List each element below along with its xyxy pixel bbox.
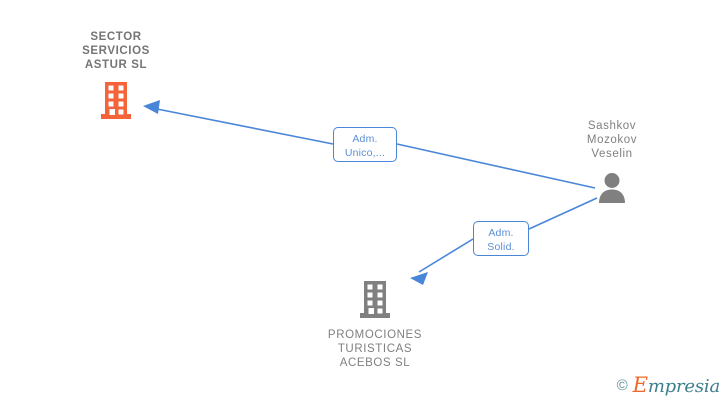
brand-initial: E xyxy=(632,373,648,397)
node-person-sashkov-mozokov-veselin[interactable]: Sashkov Mozokov Veselin xyxy=(537,119,687,203)
building-icon[interactable] xyxy=(101,82,131,119)
node-label-company-top: SECTOR SERVICIOS ASTUR SL xyxy=(82,31,150,71)
empresia-watermark[interactable]: © Empresia xyxy=(616,373,721,397)
person-icon-wrap[interactable] xyxy=(537,172,687,203)
edge-label-adm-unico[interactable]: Adm. Unico,... xyxy=(333,127,397,162)
node-label-company-bottom: PROMOCIONES TURISTICAS ACEBOS SL xyxy=(327,329,423,369)
building-icon-wrap-bottom[interactable] xyxy=(300,281,450,318)
brand-wordmark: Empresia xyxy=(632,373,721,397)
building-icon-wrap-top[interactable] xyxy=(41,82,191,119)
node-label-person: Sashkov Mozokov Veselin xyxy=(586,120,638,160)
node-company-sector-servicios-astur[interactable]: SECTOR SERVICIOS ASTUR SL xyxy=(41,30,191,119)
person-icon[interactable] xyxy=(596,172,628,203)
copyright-icon: © xyxy=(616,377,628,394)
edge-label-adm-solid[interactable]: Adm. Solid. xyxy=(473,221,529,256)
building-icon[interactable] xyxy=(360,281,390,318)
edge-segment-left xyxy=(418,238,474,273)
brand-rest: mpresia xyxy=(647,376,720,397)
node-company-promociones-turisticas-acebos[interactable]: PROMOCIONES TURISTICAS ACEBOS SL xyxy=(300,281,450,370)
